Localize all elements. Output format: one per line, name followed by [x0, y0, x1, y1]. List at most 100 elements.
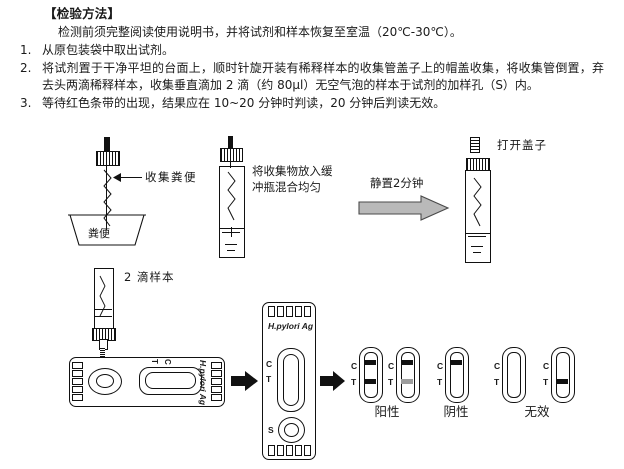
tube-zigzag [227, 171, 236, 221]
device-notch [211, 362, 222, 369]
step-item: 1. 从原包装袋中取出试剂。 [10, 42, 608, 60]
device-notch [286, 306, 293, 317]
step-number: 2. [20, 60, 32, 75]
instructions-text-block: 【检验方法】 检测前须完整阅读使用说明书，并将试剂和样本恢复至室温（20℃-30… [0, 0, 624, 112]
swab-zigzag [103, 169, 112, 227]
device-notch [277, 445, 284, 456]
device-notch [211, 370, 222, 377]
step-number: 1. [20, 43, 32, 57]
step2-label-line2: 冲瓶混合均匀 [252, 180, 321, 194]
collect-arrow-head [113, 173, 121, 182]
opened-tube-body [465, 170, 491, 235]
control-letter: C [437, 361, 444, 371]
result-window-inner [401, 352, 415, 398]
test-letter: T [543, 377, 549, 387]
detached-cap-icon [470, 137, 480, 153]
swab-stem-edge [104, 137, 105, 151]
control-letter: C [266, 359, 273, 369]
test-letter: T [150, 359, 159, 364]
test-letter: T [437, 377, 443, 387]
wait-arrow-label: 静置2分钟 [370, 176, 424, 190]
device-notch [72, 362, 83, 369]
result-label-negative: 阴性 [443, 404, 469, 419]
collection-tube-cap-icon [96, 151, 120, 166]
swab-stem [105, 137, 110, 151]
drops-label: 2 滴样本 [124, 270, 175, 284]
swab-shaft [106, 164, 107, 230]
sample-letter: S [268, 425, 274, 435]
page-title: 【检验方法】 [44, 6, 121, 21]
device-notch [277, 306, 284, 317]
control-letter: C [388, 361, 395, 371]
device-notch [295, 445, 302, 456]
test-band-faint [401, 379, 413, 384]
result-window-inner-vertical [283, 354, 299, 406]
step-item: 3. 等待红色条带的出现，结果应在 10~20 分钟时判读，20 分钟后判读无效… [10, 95, 608, 113]
opened-liquid-dash-1 [471, 246, 483, 247]
step-text: 从原包装袋中取出试剂。 [42, 43, 175, 57]
device-notch [295, 306, 302, 317]
device-notch [304, 445, 311, 456]
sample-well-inner-vertical [284, 423, 299, 437]
opened-tube-bottom [465, 233, 491, 263]
step3-label: 打开盖子 [497, 138, 547, 152]
test-band-dark [556, 379, 568, 384]
device-notch [304, 306, 311, 317]
device-notch [211, 386, 222, 393]
result-window-inner [145, 372, 196, 389]
control-letter: C [543, 361, 550, 371]
step1-label: 收集粪便 [145, 170, 197, 184]
result-window-inner [450, 352, 464, 398]
step-text: 等待红色条带的出现，结果应在 10~20 分钟时判读，20 分钟后判读无效。 [42, 95, 446, 110]
feces-container-icon [68, 213, 146, 247]
test-band-dark [364, 379, 376, 384]
device-notch [72, 386, 83, 393]
control-letter: C [351, 361, 358, 371]
control-band-dark [450, 360, 462, 365]
dropper-zigzag [99, 275, 106, 317]
device-notch [72, 370, 83, 377]
tube-stem [228, 136, 233, 148]
device-notch [268, 306, 275, 317]
collect-arrow-line [118, 177, 142, 178]
dropper-tip [100, 348, 105, 358]
step-text: 将试剂置于干净平坦的台面上，顺时针旋开装有稀释样本的收集管盖子上的帽盖收集，将收… [42, 60, 604, 93]
step-number: 3. [20, 95, 32, 110]
test-letter: T [266, 374, 272, 384]
sample-well-inner [96, 374, 114, 388]
opened-tube-zigzag [473, 177, 482, 227]
result-window-inner [364, 352, 378, 398]
procedure-diagram: 收集粪便 粪便 [0, 132, 624, 469]
control-band-dark [364, 360, 376, 365]
step-item: 2. 将试剂置于干净平坦的台面上，顺时针旋开装有稀释样本的收集管盖子上的帽盖收集… [10, 60, 608, 95]
device-notch [211, 394, 222, 401]
result-label-positive: 阳性 [374, 404, 400, 419]
test-letter: T [494, 377, 500, 387]
wait-arrow-icon [358, 194, 450, 226]
device-notch [286, 445, 293, 456]
device-brand-label-vertical: H.pylori Ag [268, 321, 314, 331]
device-notch [72, 394, 83, 401]
result-window-inner [507, 352, 521, 398]
buffer-tube-cap-icon [220, 148, 243, 162]
dropper-mark-2 [94, 316, 112, 317]
device-notch [211, 378, 222, 385]
test-letter: T [351, 377, 357, 387]
dropper-mark-1 [94, 309, 112, 310]
opened-liquid-level [468, 236, 486, 238]
liquid-dash-1 [225, 244, 237, 245]
result-label-invalid: 无效 [524, 404, 550, 419]
device-notch [72, 378, 83, 385]
device-brand-label: H.pylori Ag [198, 360, 208, 406]
device-notch [268, 445, 275, 456]
result-window-inner [556, 352, 570, 398]
liquid-tick [231, 227, 232, 237]
liquid-dash-2 [227, 250, 235, 251]
step2-label-line1: 将收集物放入缓 [252, 164, 333, 178]
control-letter: C [494, 361, 501, 371]
control-letter: C [163, 359, 172, 365]
lead-paragraph: 检测前须完整阅读使用说明书，并将试剂和样本恢复至室温（20℃-30℃）。 [58, 25, 462, 39]
test-letter: T [388, 377, 394, 387]
opened-liquid-dash-2 [473, 252, 481, 253]
